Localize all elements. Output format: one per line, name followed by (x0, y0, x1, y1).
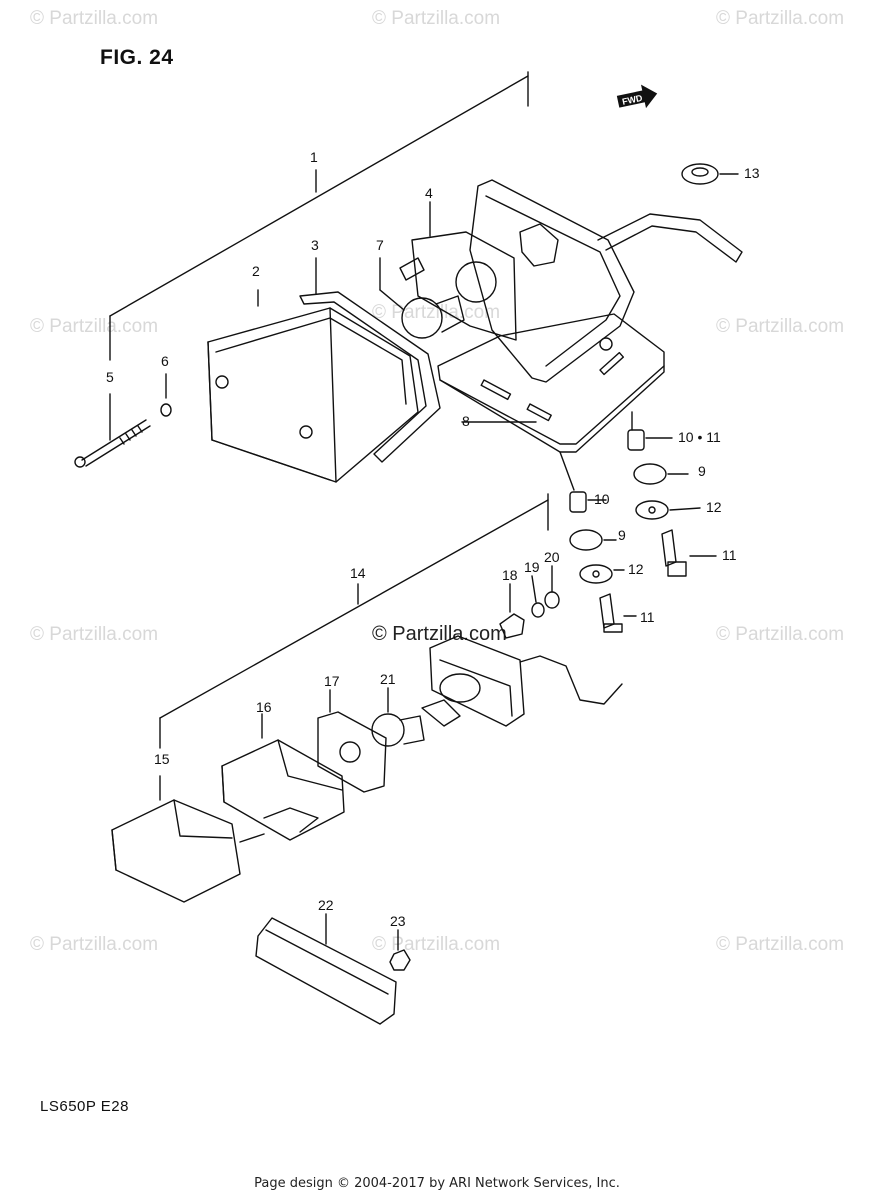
watermark: © Partzilla.com (30, 8, 158, 29)
callout-label: 2 (252, 263, 260, 279)
fwd-label: FWD (621, 93, 644, 107)
callout-label: 23 (390, 913, 406, 929)
washer (160, 373, 172, 417)
callout-label: 22 (318, 897, 334, 913)
watermark: © Partzilla.com (30, 624, 158, 645)
callout-label: 3 (311, 237, 319, 253)
callout-label: 9 (618, 527, 626, 543)
assembly-bracket-1 (109, 71, 529, 361)
model-code: LS650P E28 (40, 1098, 129, 1115)
reflector-nut (389, 929, 411, 971)
fwd-arrow-icon: FWD (616, 84, 658, 109)
watermark-layer: © Partzilla.com © Partzilla.com © Partzi… (30, 8, 844, 955)
watermark-main: © Partzilla.com (372, 623, 507, 645)
callout-labels: 1 2 3 4 5 6 7 8 9 9 10 • 11 10 11 11 12 … (106, 149, 760, 929)
callout-label: 7 (376, 237, 384, 253)
callout-label: 9 (698, 463, 706, 479)
license-lamp-lens (221, 713, 345, 841)
license-bulb (371, 687, 425, 747)
tail-lamp-lens (207, 289, 419, 483)
callout-label: 4 (425, 185, 433, 201)
callout-label: 19 (524, 559, 540, 575)
mounting-plate (437, 313, 665, 453)
lens-gasket (299, 257, 441, 463)
tail-bulb (379, 257, 465, 339)
watermark: © Partzilla.com (716, 934, 844, 955)
callout-label: 20 (544, 549, 560, 565)
watermark: © Partzilla.com (716, 8, 844, 29)
watermark: © Partzilla.com (716, 624, 844, 645)
callout-label: 16 (256, 699, 272, 715)
callout-label: 11 (722, 547, 737, 563)
rear-reflector (255, 913, 397, 1025)
callout-label: 12 (706, 499, 722, 515)
callout-label: 13 (744, 165, 760, 181)
hardware-lower (559, 451, 637, 633)
callout-label: 21 (380, 671, 396, 687)
callout-label: 11 (640, 609, 655, 625)
grommet (681, 163, 739, 185)
callout-label: 14 (350, 565, 366, 581)
callout-label: 10 • 11 (678, 429, 721, 445)
figure-title: FIG. 24 (100, 46, 174, 69)
watermark: © Partzilla.com (716, 316, 844, 337)
license-lamp-cover (111, 775, 265, 903)
hardware-upper (627, 411, 717, 577)
callout-label: 17 (324, 673, 340, 689)
callout-label: 5 (106, 369, 114, 385)
small-hardware (499, 565, 560, 639)
callout-label: 15 (154, 751, 170, 767)
watermark: © Partzilla.com (30, 934, 158, 955)
watermark: © Partzilla.com (30, 316, 158, 337)
callout-label: 6 (161, 353, 169, 369)
callout-label: 8 (462, 413, 470, 429)
copyright-footer: Page design © 2004-2017 by ARI Network S… (254, 1176, 620, 1191)
watermark: © Partzilla.com (372, 302, 500, 323)
callout-label: 1 (310, 149, 318, 165)
watermark: © Partzilla.com (372, 8, 500, 29)
mounting-screw (74, 393, 151, 468)
callout-label: 10 (594, 491, 610, 507)
license-lamp-housing (421, 635, 623, 727)
bulb-socket (399, 201, 517, 341)
license-lamp-gasket (317, 689, 387, 793)
lamp-housing (469, 179, 743, 383)
assembly-bracket-14 (159, 493, 549, 749)
callout-label: 12 (628, 561, 644, 577)
watermark: © Partzilla.com (372, 934, 500, 955)
callout-label: 18 (502, 567, 518, 583)
